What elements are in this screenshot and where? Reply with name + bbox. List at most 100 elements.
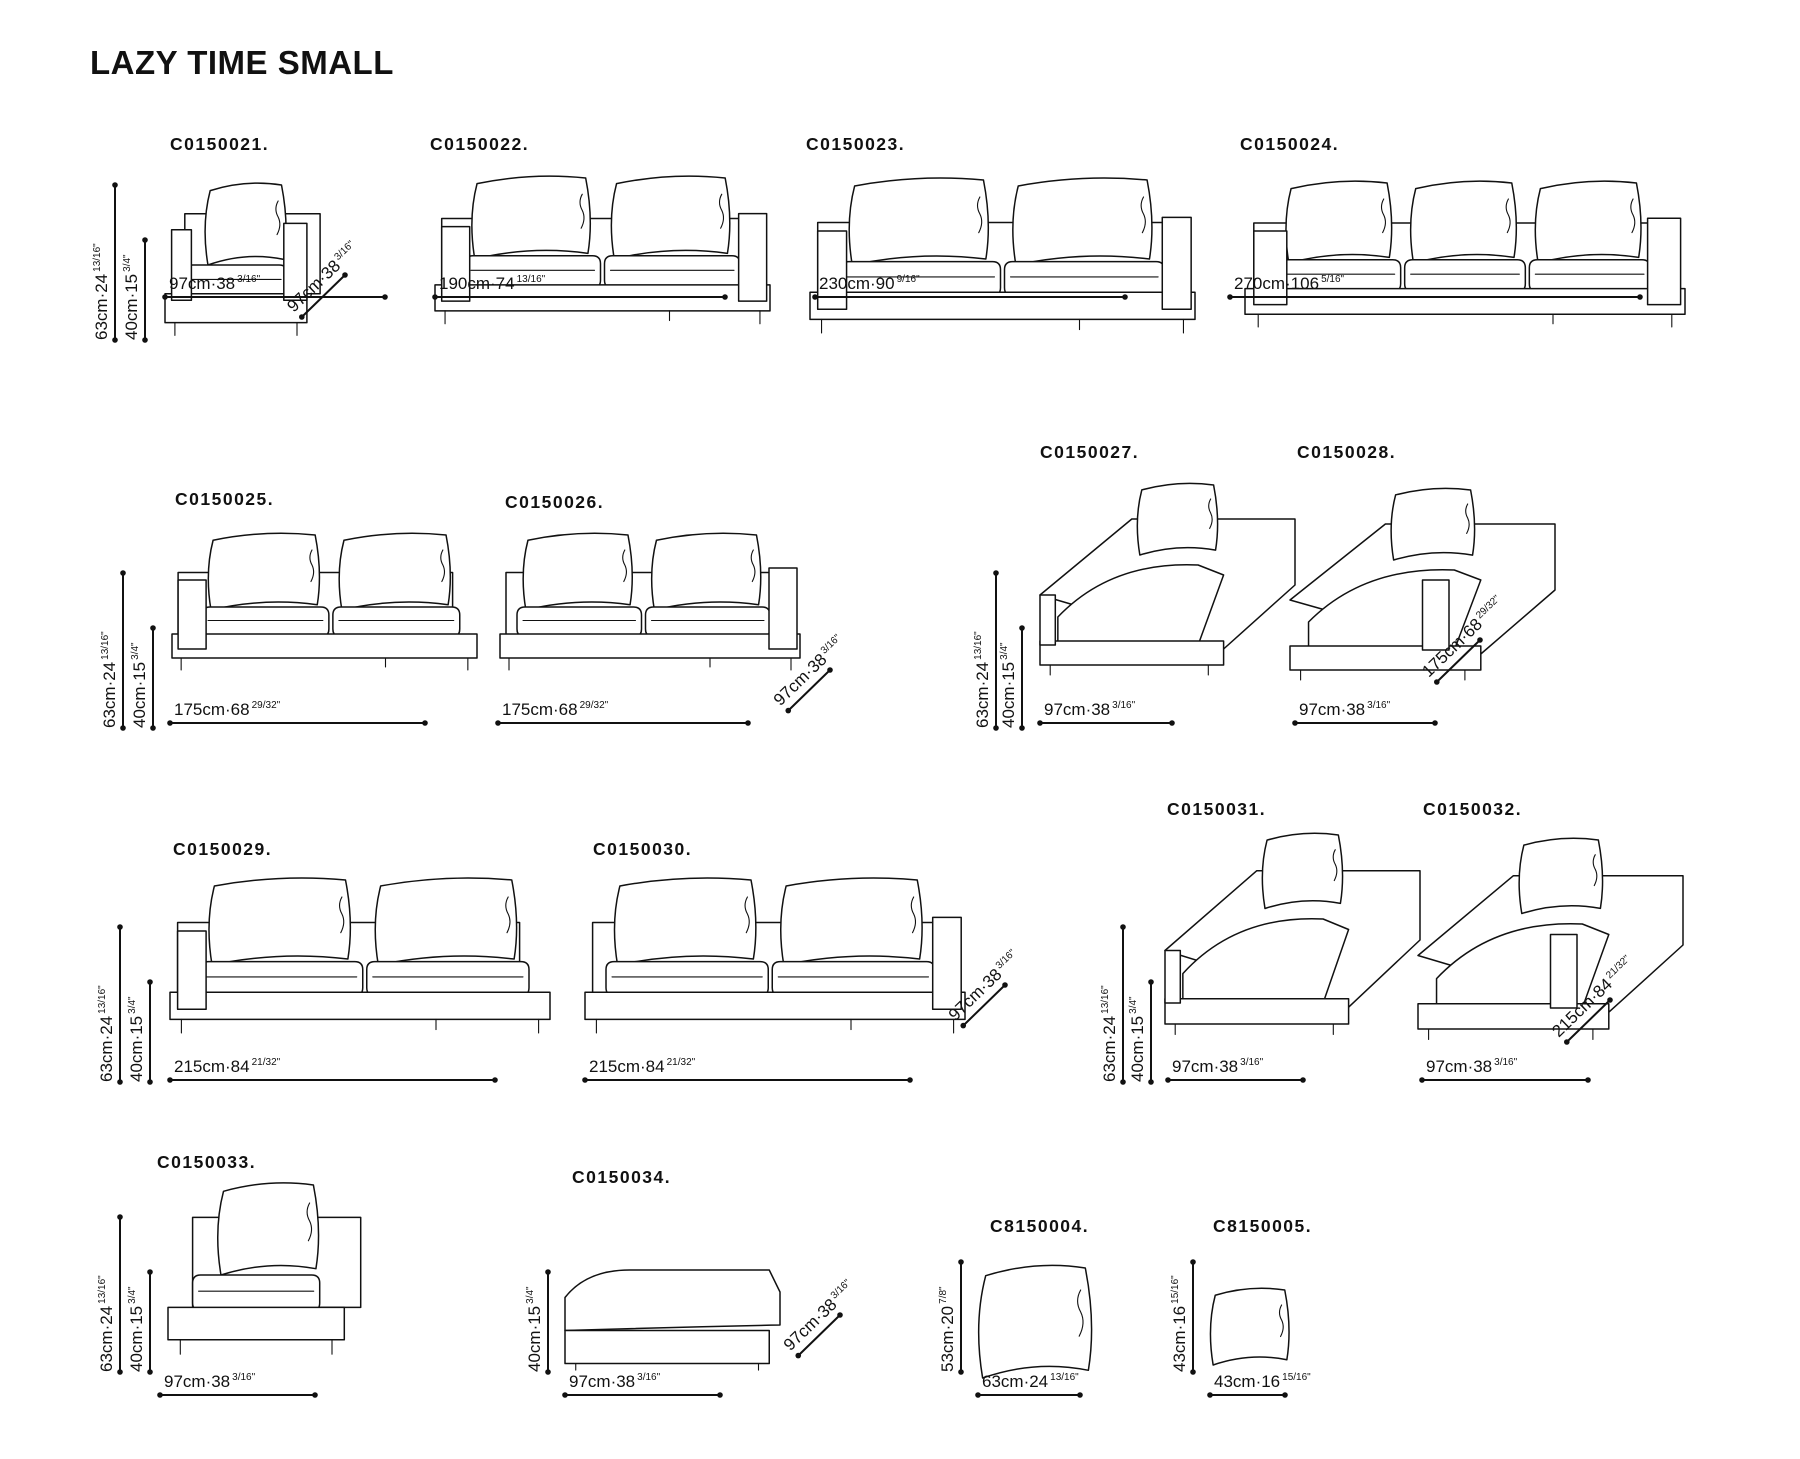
dimension-endpoint <box>1607 997 1613 1003</box>
dimension-endpoint <box>1165 1077 1171 1083</box>
ottoman-drawing <box>564 1269 781 1371</box>
width-label-text: 97cm·38 <box>1172 1057 1238 1076</box>
dimension-endpoint <box>117 1079 123 1085</box>
seat-cushion <box>1057 563 1225 646</box>
seat-cushion <box>605 960 769 997</box>
seat-height-label: 40cm·153/4" <box>127 1286 146 1372</box>
back-pillow-crease <box>275 200 281 236</box>
armrest-right <box>931 916 962 1010</box>
seat-height-label-fraction: 3/4" <box>127 996 138 1014</box>
dimension-endpoint <box>722 294 728 300</box>
height-label-text: 53cm·20 <box>938 1306 957 1372</box>
legs <box>180 657 469 671</box>
dimension-endpoint <box>342 272 348 278</box>
product-code: C0150025. <box>175 489 274 509</box>
back-pillow-crease <box>1505 198 1511 234</box>
back-pillow-crease <box>1630 198 1636 234</box>
back-pillow <box>1012 177 1153 266</box>
armrest-left <box>440 225 471 302</box>
back-pillow-crease <box>1140 196 1146 234</box>
product-code: C0150032. <box>1423 799 1522 819</box>
dimension-endpoint <box>112 182 118 188</box>
back-pillow <box>779 877 923 966</box>
height-label-fraction: 15/16" <box>1170 1275 1181 1304</box>
height-label-fraction: 13/16" <box>100 631 111 660</box>
seat-height-label-fraction: 3/4" <box>1128 996 1139 1014</box>
seat-cushion <box>1003 260 1165 297</box>
armrest-right <box>1421 579 1450 651</box>
dimension-endpoint <box>545 1369 551 1375</box>
seat-height-label-text: 40cm·15 <box>127 1016 146 1082</box>
width-label-text: 215cm·84 <box>174 1057 250 1076</box>
product-code: C8150004. <box>990 1216 1089 1236</box>
throw-pillow-crease <box>1077 1289 1084 1337</box>
dimension-endpoint <box>162 294 168 300</box>
dimension-endpoint <box>1019 725 1025 731</box>
seat-height-label-text: 40cm·15 <box>122 274 141 340</box>
dimension-endpoint <box>382 294 388 300</box>
armrest-left <box>1039 594 1057 646</box>
sofa-base <box>1244 287 1686 315</box>
armless-drawing <box>167 1182 362 1355</box>
dimension-endpoint <box>1190 1369 1196 1375</box>
width-label-text: 97cm·38 <box>1299 700 1365 719</box>
throw-pillow-crease <box>1278 1304 1284 1338</box>
dimension-endpoint <box>492 1077 498 1083</box>
armrest-left <box>170 229 193 301</box>
height-label-fraction: 13/16" <box>1100 985 1111 1014</box>
armrest-right <box>1646 217 1682 306</box>
back-pillow <box>650 532 762 611</box>
dimension-endpoint <box>1434 679 1440 685</box>
dimension-endpoint <box>1148 1079 1154 1085</box>
sofa-drawing <box>169 877 551 1034</box>
seat-height-label-fraction: 3/4" <box>999 642 1010 660</box>
width-label-fraction: 3/16" <box>637 1372 660 1383</box>
back-pillow-crease <box>306 1202 313 1242</box>
depth-dimension-line <box>301 274 346 318</box>
width-label-fraction: 3/16" <box>1367 700 1390 711</box>
legs <box>179 1339 333 1355</box>
back-pillow-crease <box>622 549 627 583</box>
back-pillow-crease <box>309 549 315 583</box>
back-pillow-crease <box>1332 849 1338 882</box>
page-title: LAZY TIME SMALL <box>90 44 394 81</box>
dimension-endpoint <box>993 570 999 576</box>
chaise-base <box>1039 640 1225 666</box>
product-code: C0150028. <box>1297 442 1396 462</box>
back-pillow-crease <box>1380 198 1386 234</box>
chaise-drawing <box>1417 837 1684 1041</box>
dimension-endpoint <box>1227 294 1233 300</box>
legs <box>1174 1023 1334 1036</box>
width-label-fraction: 3/16" <box>232 1372 255 1383</box>
armrest-right <box>1161 216 1192 310</box>
dimension-endpoint <box>147 1369 153 1375</box>
legs <box>174 322 298 336</box>
dimension-endpoint <box>299 314 305 320</box>
back-pillow <box>374 877 518 966</box>
dimension-endpoint <box>1432 720 1438 726</box>
product-code: C0150021. <box>170 134 269 154</box>
width-label-text: 230cm·90 <box>819 274 895 293</box>
dimension-endpoint <box>1300 1077 1306 1083</box>
back-pillow-crease <box>579 193 585 229</box>
legs <box>1257 313 1673 328</box>
height-label-text: 63cm·24 <box>97 1306 116 1372</box>
back-pillow <box>471 175 592 260</box>
dimension-endpoint <box>150 625 156 631</box>
dimension-endpoint <box>117 924 123 930</box>
legs <box>508 657 792 671</box>
back-pillow-crease <box>718 193 725 229</box>
seat-height-label-text: 40cm·15 <box>525 1306 544 1372</box>
dimension-endpoint <box>495 720 501 726</box>
width-label-text: 215cm·84 <box>589 1057 665 1076</box>
dimension-endpoint <box>907 1077 913 1083</box>
